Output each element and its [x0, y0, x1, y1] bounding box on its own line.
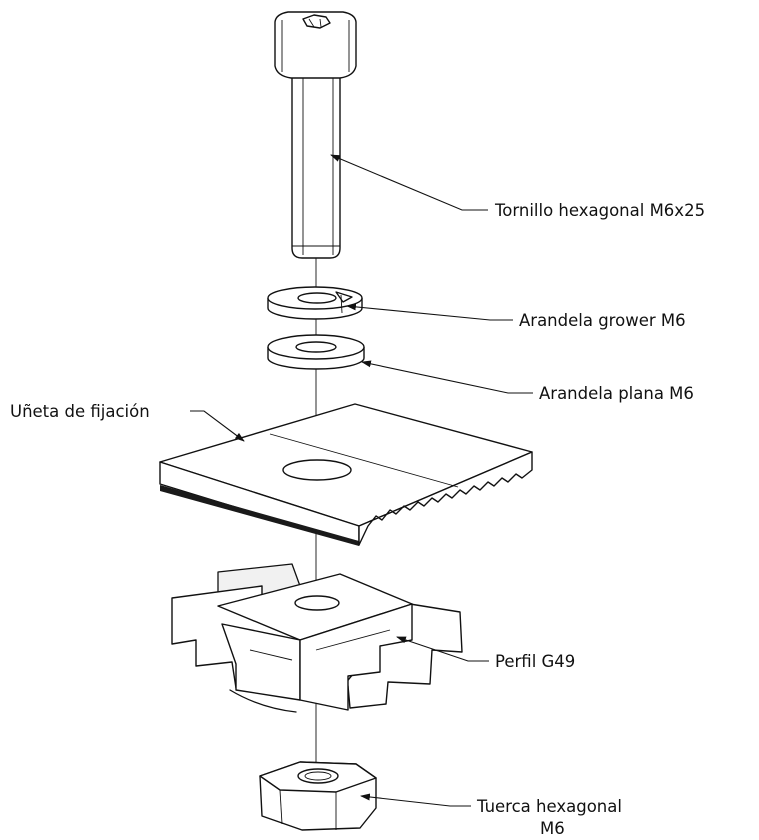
- flat-washer-part: [267, 334, 365, 370]
- label-clamp: Uñeta de fijación: [10, 402, 150, 421]
- label-grower-washer: Arandela grower M6: [519, 311, 686, 330]
- profile-g49-part: [171, 563, 463, 713]
- nut-part: [259, 761, 377, 831]
- label-profile: Perfil G49: [495, 652, 575, 671]
- leader-profile: [396, 636, 489, 662]
- leader-flat-washer: [361, 360, 533, 394]
- leader-nut: [360, 793, 471, 807]
- label-flat-washer: Arandela plana M6: [539, 384, 694, 403]
- label-nut-line2: M6: [540, 819, 565, 838]
- leader-grower-washer: [346, 303, 513, 321]
- leader-clamp: [190, 410, 245, 442]
- bolt-part: [274, 11, 357, 259]
- grower-washer-part: [267, 286, 363, 320]
- label-bolt: Tornillo hexagonal M6x25: [494, 201, 705, 220]
- clamp-plate-part: [159, 403, 533, 546]
- label-nut-line1: Tuerca hexagonal: [476, 797, 622, 816]
- leader-bolt: [330, 154, 488, 211]
